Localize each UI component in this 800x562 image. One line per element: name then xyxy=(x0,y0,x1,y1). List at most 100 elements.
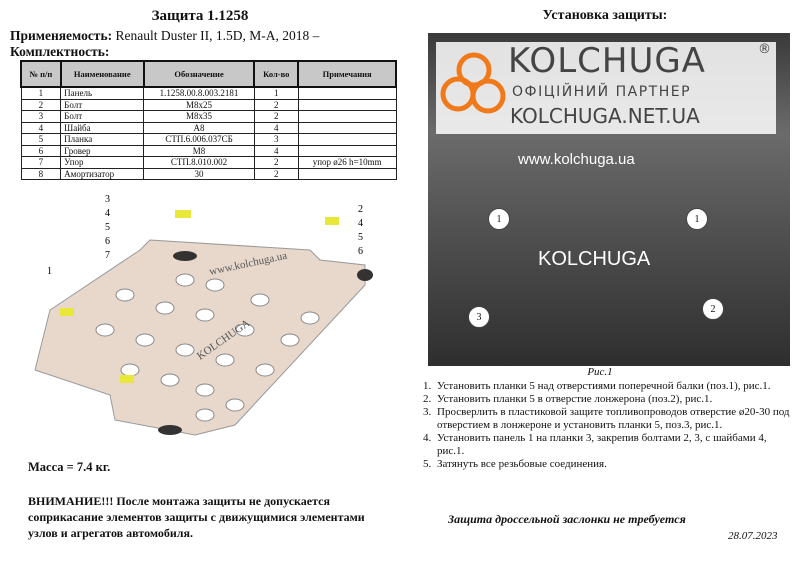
protection-diagram: 3 4 5 6 7 2 4 5 6 1 www.kolchuga.ua KOLC… xyxy=(34,194,373,436)
label-4: 4 xyxy=(105,208,110,219)
table-cell: 1 xyxy=(253,86,299,100)
column-header: Обозначение xyxy=(142,60,256,88)
table-cell xyxy=(297,144,397,157)
applicability: Применяемость: Renault Duster II, 1.5D, … xyxy=(10,28,319,44)
figure-caption: Рис.1 xyxy=(587,366,613,378)
panel-hole xyxy=(215,353,235,367)
table-cell: Болт xyxy=(60,98,145,111)
panel-hole xyxy=(160,373,180,387)
table-cell: 3 xyxy=(20,110,62,123)
registered-mark: ® xyxy=(758,42,771,57)
watermark-partner: ОФІЦІЙНИЙ ПАРТНЕР xyxy=(512,84,692,100)
applicability-value: Renault Duster II, 1.5D, M-A, 2018 – xyxy=(115,28,320,43)
column-header: Кол-во xyxy=(253,60,300,88)
table-cell: M8x35 xyxy=(143,110,255,123)
panel-hole xyxy=(95,323,115,337)
table-cell: A8 xyxy=(143,121,255,134)
table-cell: 2 xyxy=(20,98,62,111)
callout-3: 3 xyxy=(468,306,490,328)
watermark-brand: KOLCHUGA xyxy=(508,41,706,81)
table-cell xyxy=(297,167,397,180)
table-cell: 2 xyxy=(253,156,299,169)
table-cell: 2 xyxy=(253,98,299,111)
label-7: 7 xyxy=(105,250,110,261)
install-step: Установить планки 5 в отверстие лонжерон… xyxy=(434,393,793,406)
table-cell: Панель xyxy=(60,86,145,100)
date: 28.07.2023 xyxy=(728,530,778,542)
table-cell: Болт xyxy=(60,110,145,123)
table-cell xyxy=(297,133,397,146)
column-header: Наименование xyxy=(59,60,145,88)
table-cell: 6 xyxy=(20,144,62,157)
label-2: 2 xyxy=(358,204,363,215)
panel-hole xyxy=(195,408,215,422)
panel-hole xyxy=(205,278,225,292)
label-5: 5 xyxy=(105,222,110,233)
panel-hole xyxy=(255,363,275,377)
watermark-site: KOLCHUGA.NET.UA xyxy=(510,104,700,128)
table-cell: 4 xyxy=(253,144,299,157)
panel-hole xyxy=(235,323,255,337)
table-cell: 4 xyxy=(20,121,62,134)
column-header: № п/п xyxy=(20,60,62,88)
table-cell: M8x25 xyxy=(143,98,255,111)
applicability-label: Применяемость: xyxy=(10,28,113,43)
panel-shape xyxy=(34,239,366,436)
watermark: KOLCHUGA ® ОФІЦІЙНИЙ ПАРТНЕР KOLCHUGA.NE… xyxy=(436,42,776,134)
table-cell: 4 xyxy=(253,121,299,134)
panel-hole xyxy=(195,308,215,322)
panel-hole xyxy=(280,333,300,347)
table-cell: 1 xyxy=(20,86,62,100)
table-cell: Планка xyxy=(60,133,145,146)
install-step: Установить панель 1 на планки 3, закрепи… xyxy=(434,432,793,458)
label-6: 6 xyxy=(105,236,110,247)
table-cell: Упор xyxy=(60,156,145,169)
table-cell: 2 xyxy=(253,110,299,123)
panel-hole xyxy=(120,363,140,377)
table-cell: СТП.8.010.002 xyxy=(143,156,255,169)
table-cell: СТП.6.006.037СБ xyxy=(143,133,255,146)
panel-hole xyxy=(115,288,135,302)
column-header: Примечания xyxy=(297,60,397,88)
table-cell: 5 xyxy=(20,133,62,146)
table-cell xyxy=(297,121,397,134)
callout-1a: 1 xyxy=(488,208,510,230)
panel-hole xyxy=(135,333,155,347)
label-6b: 6 xyxy=(358,246,363,257)
table-cell: 2 xyxy=(253,167,299,180)
panel-hole xyxy=(175,343,195,357)
install-step: Просверлить в пластиковой защите топливо… xyxy=(434,406,793,432)
warning: ВНИМАНИЕ!!! После монтажа защиты не допу… xyxy=(28,494,365,540)
table-cell: 3 xyxy=(253,133,299,146)
install-title: Установка защиты: xyxy=(542,8,668,23)
callout-2: 2 xyxy=(702,298,724,320)
table-cell: 30 xyxy=(143,167,255,180)
table-cell: 1.1258.00.8.003.2181 xyxy=(143,86,255,100)
label-3: 3 xyxy=(105,194,110,205)
table-cell xyxy=(297,86,397,100)
label-1: 1 xyxy=(47,266,52,277)
document-title: Защита 1.1258 xyxy=(151,8,249,24)
callout-1b: 1 xyxy=(686,208,708,230)
label-5b: 5 xyxy=(358,232,363,243)
panel-hole xyxy=(175,273,195,287)
panel-hole xyxy=(225,398,245,412)
table-cell xyxy=(297,98,397,111)
table-cell: M8 xyxy=(143,144,255,157)
note: Защита дроссельной заслонки не требуется xyxy=(448,512,686,526)
panel-hole xyxy=(250,293,270,307)
photo-site: www.kolchuga.ua xyxy=(518,151,635,168)
kit-label: Комплектность: xyxy=(10,44,110,59)
panel-hole xyxy=(155,301,175,315)
mass: Масса = 7.4 кг. xyxy=(28,460,111,474)
table-cell: Амортизатор xyxy=(60,167,145,180)
label-4b: 4 xyxy=(358,218,363,229)
